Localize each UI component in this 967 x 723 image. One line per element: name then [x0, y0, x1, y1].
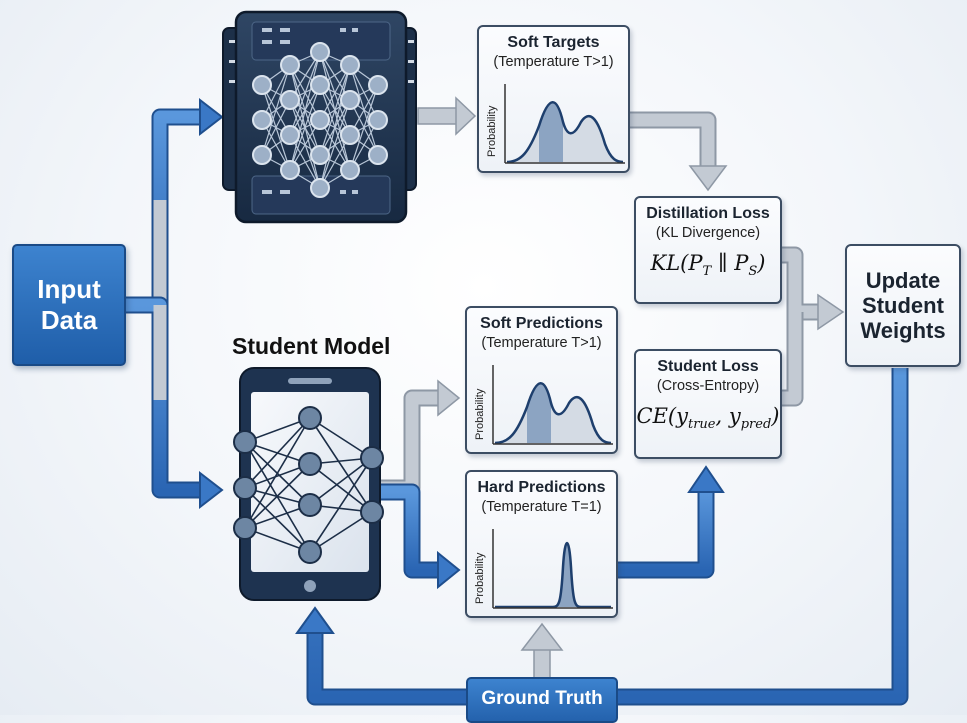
ground-truth-to-hard-predictions-arrow [520, 622, 564, 679]
teacher-node-icon [252, 110, 272, 130]
soft-targets-ylabel: Probability [486, 105, 498, 157]
student-node-icon [233, 430, 257, 454]
soft-targets-plot [504, 84, 625, 164]
teacher-node-icon [310, 42, 330, 62]
student-node-icon [298, 540, 322, 564]
input-label-line1: Input [37, 274, 101, 304]
student-node-icon [233, 476, 257, 500]
update-line3: Weights [860, 318, 946, 343]
soft-predictions-title: Soft Predictions [480, 315, 603, 332]
hard-predictions-title: Hard Predictions [477, 479, 606, 496]
update-line2: Student [862, 293, 944, 318]
soft-predictions-ylabel: Probability [474, 388, 486, 440]
teacher-node-icon [310, 110, 330, 130]
teacher-node-icon [252, 145, 272, 165]
teacher-node-icon [340, 55, 360, 75]
soft-targets-title: Soft Targets [507, 34, 600, 51]
student-node-icon [298, 452, 322, 476]
student-phone-icon [233, 367, 384, 601]
cross-entropy-formula: CE(ytrue, ypred) [636, 404, 780, 433]
student-loss-subtitle: (Cross-Entropy) [656, 378, 760, 394]
student-node-icon [298, 493, 322, 517]
teacher-node-icon [252, 75, 272, 95]
soft-targets-box: Soft Targets (Temperature T>1) Probabili… [477, 25, 630, 173]
kl-divergence-formula: KL(PT ∥ PS) [650, 251, 766, 280]
student-loss-title: Student Loss [657, 358, 759, 375]
student-loss-box: Student Loss (Cross-Entropy) CE(ytrue, y… [634, 349, 782, 459]
teacher-node-icon [280, 55, 300, 75]
teacher-node-icon [280, 90, 300, 110]
teacher-node-icon [368, 145, 388, 165]
ground-truth-label: Ground Truth [481, 688, 603, 709]
teacher-node-icon [340, 160, 360, 180]
input-to-teacher-arrow [126, 97, 224, 314]
hard-predictions-subtitle: (Temperature T=1) [481, 499, 602, 515]
teacher-node-icon [368, 110, 388, 130]
teacher-server-icon [222, 10, 417, 224]
distillation-loss-subtitle: (KL Divergence) [655, 225, 761, 241]
student-node-icon [233, 516, 257, 540]
teacher-node-icon [310, 178, 330, 198]
soft-targets-to-distillation-arrow [630, 111, 728, 192]
input-to-student-arrow [126, 296, 224, 510]
student-node-icon [360, 446, 384, 470]
teacher-node-icon [310, 145, 330, 165]
student-model-title: Student Model [232, 333, 391, 359]
soft-targets-subtitle: (Temperature T>1) [493, 54, 614, 70]
hard-predictions-ylabel: Probability [474, 552, 486, 604]
hard-predictions-box: Hard Predictions (Temperature T=1) Proba… [465, 470, 618, 618]
hard-predictions-to-student-loss-arrow [618, 465, 725, 579]
update-line1: Update [865, 268, 941, 293]
distillation-loss-title: Distillation Loss [646, 205, 770, 222]
teacher-node-icon [340, 90, 360, 110]
teacher-to-soft-targets-arrow [417, 96, 477, 136]
soft-predictions-box: Soft Predictions (Temperature T>1) Proba… [465, 306, 618, 454]
teacher-node-icon [340, 125, 360, 145]
teacher-node-icon [280, 160, 300, 180]
soft-predictions-subtitle: (Temperature T>1) [481, 335, 602, 351]
teacher-node-icon [368, 75, 388, 95]
ground-truth-box: Ground Truth [466, 677, 618, 723]
student-node-icon [298, 406, 322, 430]
teacher-node-icon [310, 75, 330, 95]
student-to-soft-predictions-arrow [380, 379, 461, 497]
teacher-node-icon [280, 125, 300, 145]
losses-to-update-arrow [780, 246, 845, 407]
student-to-hard-predictions-arrow [380, 483, 461, 590]
soft-predictions-plot [492, 365, 613, 445]
distillation-loss-box: Distillation Loss (KL Divergence) KL(PT … [634, 196, 782, 304]
student-node-icon [360, 500, 384, 524]
hard-predictions-plot [492, 529, 613, 609]
input-label-line2: Data [40, 305, 98, 335]
